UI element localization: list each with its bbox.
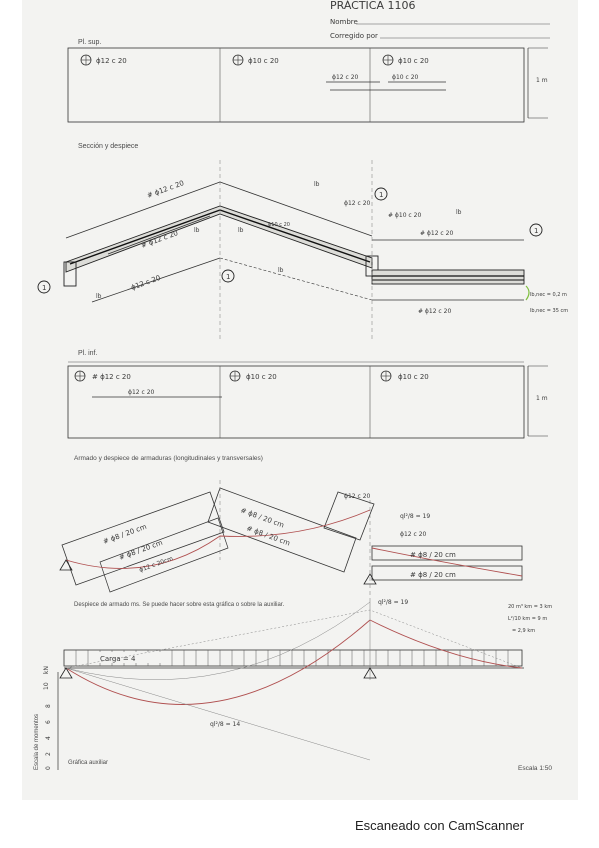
armado-annotation-9: # ϕ8 / 20 cm [410,571,456,579]
plan-sup-label: Pl. sup. [78,39,101,46]
paper-sheet [22,0,578,800]
armado-calc-3: = 2,9 km [512,628,535,634]
section-length-5: lb [278,267,284,274]
plan-sup-dim: 1 m [536,77,548,84]
armado-calc-2: L²/10 km = 9 m [508,616,547,622]
section-annotation-8: ϕ10 c 20 [268,222,290,228]
scan-footer: Escaneado con CamScanner [355,818,525,833]
plan-sup-annotation-1: ϕ12 c 20 [96,57,127,65]
armado-despiece-text: Despiece de armado ms. Se puede hacer so… [74,602,284,608]
plan-sup-section: Pl. sup. ϕ12 c 20 ϕ10 c 20 ϕ10 c 20 ϕ12 … [67,39,548,123]
plan-inf-annotation-3: ϕ10 c 20 [246,373,277,381]
highlight-mark [525,285,530,301]
plan-inf-section: Pl. inf. # ϕ12 c 20 ϕ12 c 20 ϕ10 c 20 ϕ1… [67,350,548,439]
practice-title: PRÁCTICA 1106 [330,0,416,12]
armado-axis-tick-4: 4 [45,736,52,740]
plan-inf-dim: 1 m [536,395,548,402]
armado-label: Armado y despiece de armaduras (longitud… [74,455,263,462]
armado-axis-tick-2: 2 [45,752,52,756]
section-length-4: lb [238,227,244,234]
armado-formula-bottom: ql²/8 = 14 [210,721,240,728]
section-ref-2: 1 [42,284,46,292]
section-length-2: lb [456,209,462,216]
section-annotation-6: # ϕ12 c 20 [420,230,453,237]
section-label: Sección y despiece [78,143,138,150]
plan-inf-label: Pl. inf. [78,350,98,357]
section-ref-1: 1 [379,191,383,199]
armado-axis-unit: kN [43,666,50,674]
plan-sup-annotation-4: ϕ12 c 20 [332,74,359,81]
support-icon [59,667,73,679]
plan-sup-annotation-5: ϕ10 c 20 [392,74,419,81]
armado-formula-top: ql²/8 = 19 [400,513,430,520]
armado-aux-label: Gráfica auxiliar [68,760,108,766]
support-icon [59,559,73,571]
plan-inf-annotation-2: ϕ12 c 20 [128,389,155,396]
support-icon [363,667,377,679]
armado-formula-mid: ql²/8 = 19 [378,599,408,606]
section-ref-3: 1 [226,273,230,281]
armado-annotation-8: # ϕ8 / 20 cm [410,551,456,559]
armado-annotation-7: ϕ12 c 20 [400,531,427,538]
plan-inf-annotation-1: # ϕ12 c 20 [92,373,131,381]
plan-inf-annotation-4: ϕ10 c 20 [398,373,429,381]
section-annotation-7: # ϕ12 c 20 [418,308,451,315]
armado-axis-tick-10: 10 [43,682,50,690]
section-ref-4: 1 [534,227,538,235]
armado-section: Armado y despiece de armaduras (longitud… [34,455,552,772]
armado-annotation-6: ϕ12 c 20 [344,493,371,500]
section-length-1: lb [314,181,320,188]
section-note-1: lb,nec = 0,2 m [530,292,567,298]
armado-axis-tick-0: 0 [45,766,52,770]
plan-sup-annotation-3: ϕ10 c 20 [398,57,429,65]
corrector-label: Corregido por [330,32,378,40]
name-label: Nombre [330,18,358,26]
armado-carga-label: Carga = 4 [100,655,136,663]
armado-calc-1: 20 m³ km = 3 km [508,604,552,610]
armado-axis-tick-6: 6 [45,720,52,724]
section-note-2: lb,nec = 35 cm [530,308,568,314]
section-annotation-4: # ϕ10 c 20 [388,212,421,219]
armado-axis-tick-8: 8 [45,704,52,708]
armado-scale: Escala 1:50 [518,765,552,772]
section-length-3: lb [194,227,200,234]
section-length-6: lb [96,293,102,300]
armado-axis-label: Escala de momentos [34,714,40,770]
plan-sup-annotation-2: ϕ10 c 20 [248,57,279,65]
section-annotation-2: ϕ12 c 20 [344,200,371,207]
